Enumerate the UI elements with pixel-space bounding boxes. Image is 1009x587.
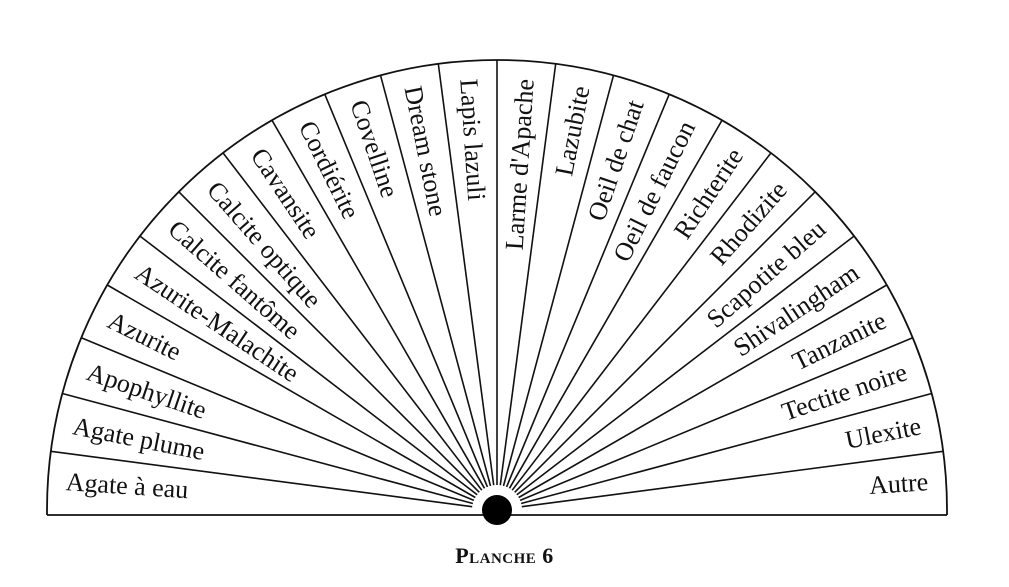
sector-dividers	[46, 59, 948, 516]
sector-label: Agate à eau	[65, 467, 189, 504]
sector-divider	[502, 75, 615, 487]
sector-divider	[106, 284, 476, 499]
sector-divider	[50, 450, 473, 508]
sector-divider	[80, 337, 475, 502]
sector-divider	[324, 93, 489, 488]
sector-divider	[178, 191, 480, 493]
sector-divider	[521, 450, 944, 508]
center-hub	[482, 495, 512, 525]
sector-label: Lazubite	[549, 83, 595, 178]
sector-divider	[222, 152, 483, 491]
plate-caption: Planche 6	[455, 543, 554, 568]
sector-label: Azurite	[103, 306, 186, 366]
sector-divider	[514, 191, 816, 493]
sector-divider	[511, 152, 772, 491]
sector-label: Dream stone	[398, 83, 452, 218]
sector-divider	[271, 119, 486, 489]
sector-divider	[499, 63, 557, 486]
sector-divider	[518, 284, 888, 499]
sector-label: Autre	[868, 467, 929, 500]
sector-label: Apophyllite	[83, 357, 210, 424]
sector-divider	[505, 93, 670, 488]
sector-divider	[139, 235, 478, 496]
sector-divider	[437, 63, 495, 486]
sector-divider	[379, 75, 492, 487]
sector-divider	[520, 392, 932, 505]
sector-divider	[519, 337, 914, 502]
sector-divider	[508, 119, 723, 489]
sector-label: Ulexite	[843, 411, 924, 454]
sector-divider	[62, 392, 474, 505]
sector-label: Lapis lazuli	[454, 78, 491, 202]
sector-divider	[516, 235, 855, 496]
